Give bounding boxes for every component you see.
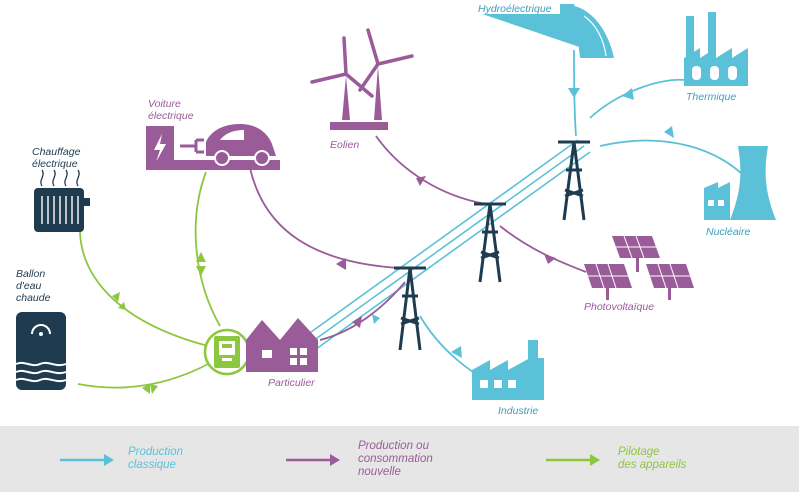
nuclear-label: Nucléaire — [706, 226, 751, 238]
pylon-icon — [474, 202, 506, 283]
legend-arrow-blue — [60, 454, 114, 466]
legend-arrows — [60, 454, 600, 466]
wind-turbine-icon — [310, 28, 414, 130]
legend-arrow-green — [546, 454, 600, 466]
thermal-label: Thermique — [686, 91, 737, 103]
solar-label: Photovoltaïque — [584, 301, 655, 313]
heater-label: Chauffage électrique — [32, 146, 81, 170]
green-flows — [77, 171, 221, 389]
legend: Production classique Production ou conso… — [0, 426, 799, 492]
purple-flow-arrows — [336, 176, 556, 328]
purple-flows — [249, 135, 587, 341]
water-heater-icon — [15, 312, 67, 390]
water-heater-label: Ballon d'eau chaude — [16, 268, 51, 304]
solar-panel-icon — [584, 235, 694, 300]
industry-label: Industrie — [498, 405, 539, 417]
electric-car-icon — [146, 124, 280, 170]
wind-label: Eolien — [330, 139, 360, 151]
pylon-icon — [394, 266, 426, 351]
legend-label-new: Production ou consommation nouvelle — [358, 440, 433, 478]
legend-label-classic: Production classique — [128, 446, 183, 471]
smart-meter-icon — [203, 328, 251, 376]
legend-arrow-purple — [286, 454, 340, 466]
household-label: Particulier — [268, 377, 315, 389]
green-flow-arrows — [112, 252, 206, 394]
pylon-icon — [558, 140, 590, 221]
electric-car-label: Voiture électrique — [148, 98, 194, 122]
blue-flow-arrows — [372, 88, 674, 358]
houses-icon — [246, 318, 318, 372]
industry-icon — [472, 340, 544, 400]
hydro-dam-icon — [482, 4, 614, 58]
electric-heater-icon — [34, 169, 90, 232]
transmission-lines — [299, 139, 591, 353]
thermal-plant-icon — [684, 12, 748, 86]
nuclear-plant-icon — [704, 146, 776, 220]
legend-label-control: Pilotage des appareils — [618, 446, 687, 471]
hydro-label: Hydroélectrique — [478, 3, 552, 15]
